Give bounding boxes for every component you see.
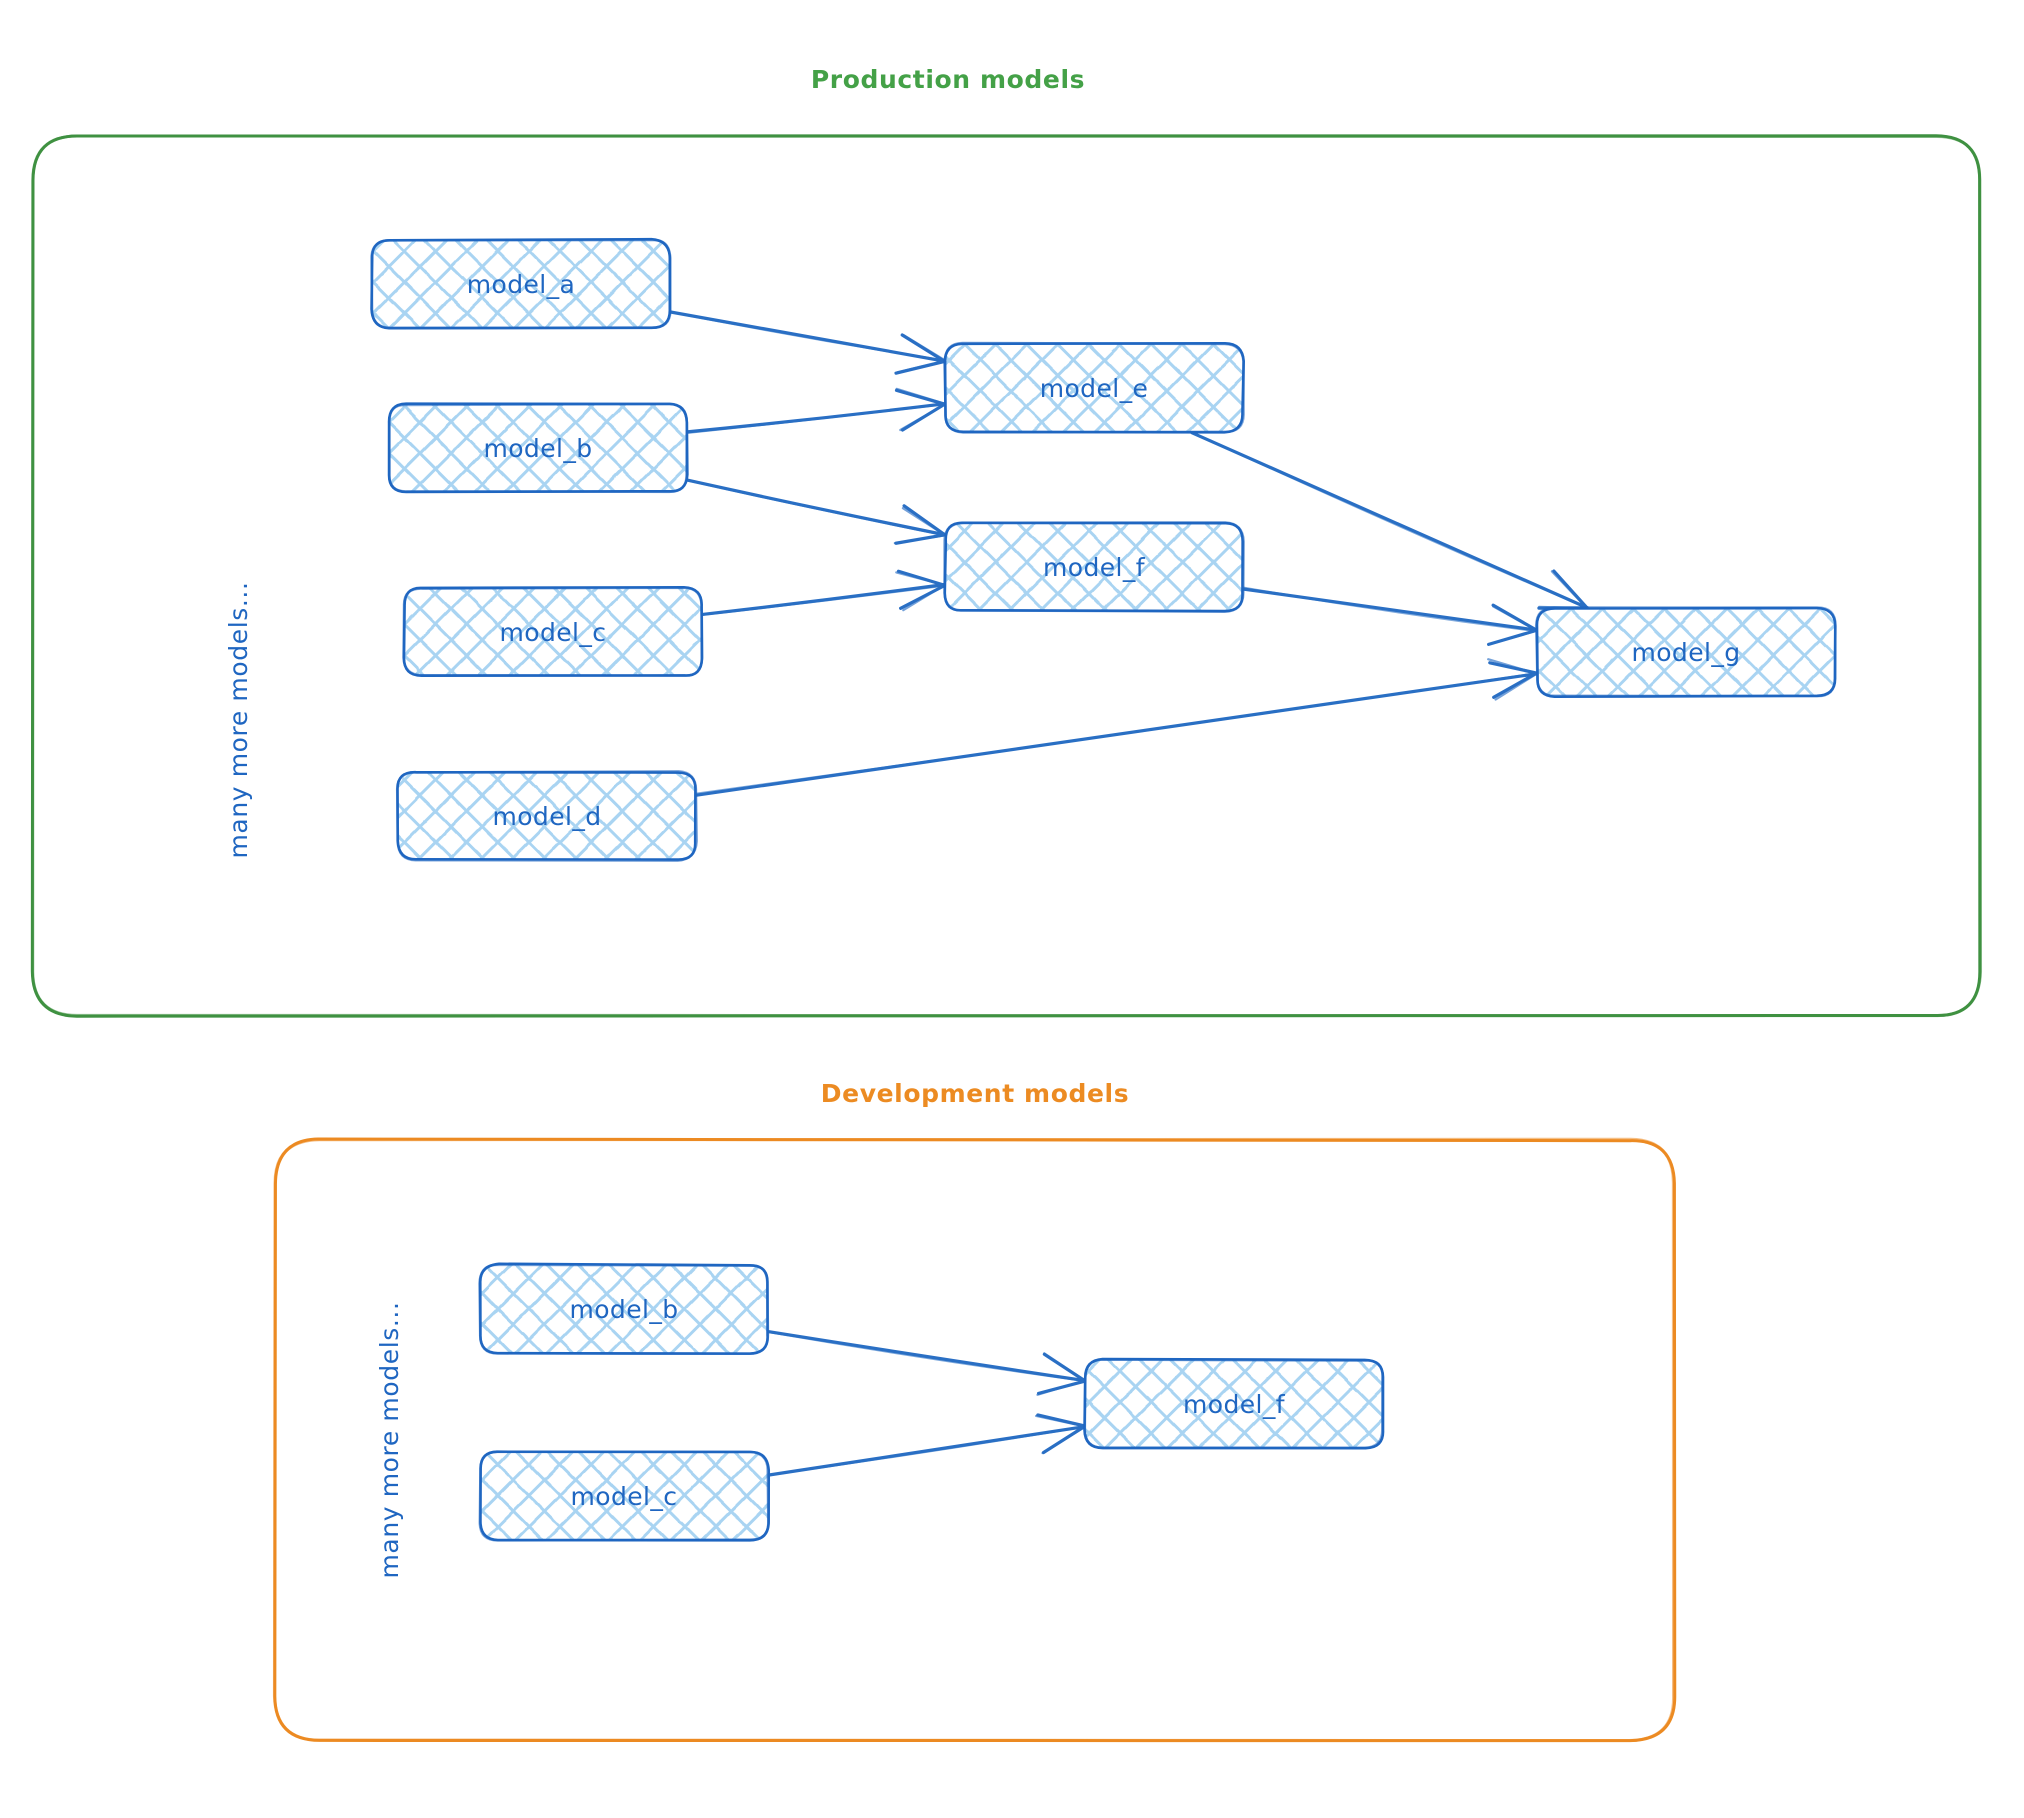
- node-label: model_b: [483, 434, 592, 463]
- node-model_a[interactable]: model_a: [370, 237, 672, 330]
- node-dev_model_b[interactable]: model_b: [478, 1262, 770, 1356]
- group-border-production: [30, 134, 1983, 1018]
- edge-model_f-to-model_g: [1241, 586, 1540, 646]
- node-fill: [480, 1452, 768, 1540]
- node-label: model_f: [1183, 1390, 1286, 1419]
- node-label: model_d: [492, 802, 601, 831]
- node-label: model_c: [500, 618, 607, 647]
- edge-dev_model_c-to-dev_model_f: [765, 1413, 1087, 1477]
- group-title-development: Development models: [821, 1079, 1129, 1108]
- node-label: model_g: [1631, 638, 1740, 667]
- node-border: [387, 402, 689, 494]
- node-label: model_e: [1040, 374, 1149, 403]
- side-label-production: many more models...: [224, 581, 253, 858]
- side-label-development: many more models...: [375, 1301, 404, 1578]
- node-model_g[interactable]: model_g: [1534, 606, 1837, 699]
- group-title-production: Production models: [811, 65, 1085, 94]
- node-fill: [945, 523, 1243, 611]
- node-dev_model_f[interactable]: model_f: [1083, 1357, 1385, 1450]
- node-model_d[interactable]: model_d: [395, 769, 699, 862]
- node-label: model_a: [467, 270, 575, 299]
- node-dev_model_c[interactable]: model_c: [478, 1450, 771, 1542]
- node-label: model_c: [571, 1482, 678, 1511]
- node-fill: [404, 588, 702, 676]
- node-border: [943, 341, 1245, 434]
- node-border: [478, 1262, 770, 1356]
- edge-model_e-to-model_g: [1190, 431, 1589, 610]
- node-border: [478, 1450, 771, 1542]
- node-fill: [1537, 608, 1835, 696]
- edge-model_d-to-model_g: [694, 658, 1539, 797]
- edge-model_b-to-model_f: [686, 478, 947, 545]
- node-fill: [945, 344, 1243, 432]
- node-border: [395, 769, 699, 862]
- node-fill: [372, 240, 670, 328]
- node-border: [370, 237, 672, 330]
- edge-model_c-to-model_f: [700, 569, 947, 617]
- node-label: model_b: [569, 1295, 678, 1324]
- node-fill: [398, 772, 696, 860]
- node-border: [402, 585, 704, 677]
- edge-model_a-to-model_e: [668, 310, 947, 375]
- node-label: model_f: [1043, 553, 1146, 582]
- node-border: [943, 521, 1245, 613]
- edge-dev_model_b-to-dev_model_f: [766, 1330, 1088, 1396]
- node-fill: [480, 1265, 768, 1353]
- group-border-development: [272, 1137, 1677, 1743]
- node-model_b[interactable]: model_b: [387, 402, 689, 494]
- node-border: [1083, 1357, 1385, 1450]
- node-model_f[interactable]: model_f: [943, 521, 1245, 613]
- node-border: [1534, 606, 1837, 699]
- node-model_c[interactable]: model_c: [402, 585, 704, 677]
- node-fill: [389, 404, 687, 492]
- node-fill: [1085, 1360, 1383, 1448]
- node-model_e[interactable]: model_e: [943, 341, 1245, 434]
- edge-model_b-to-model_e: [685, 387, 947, 434]
